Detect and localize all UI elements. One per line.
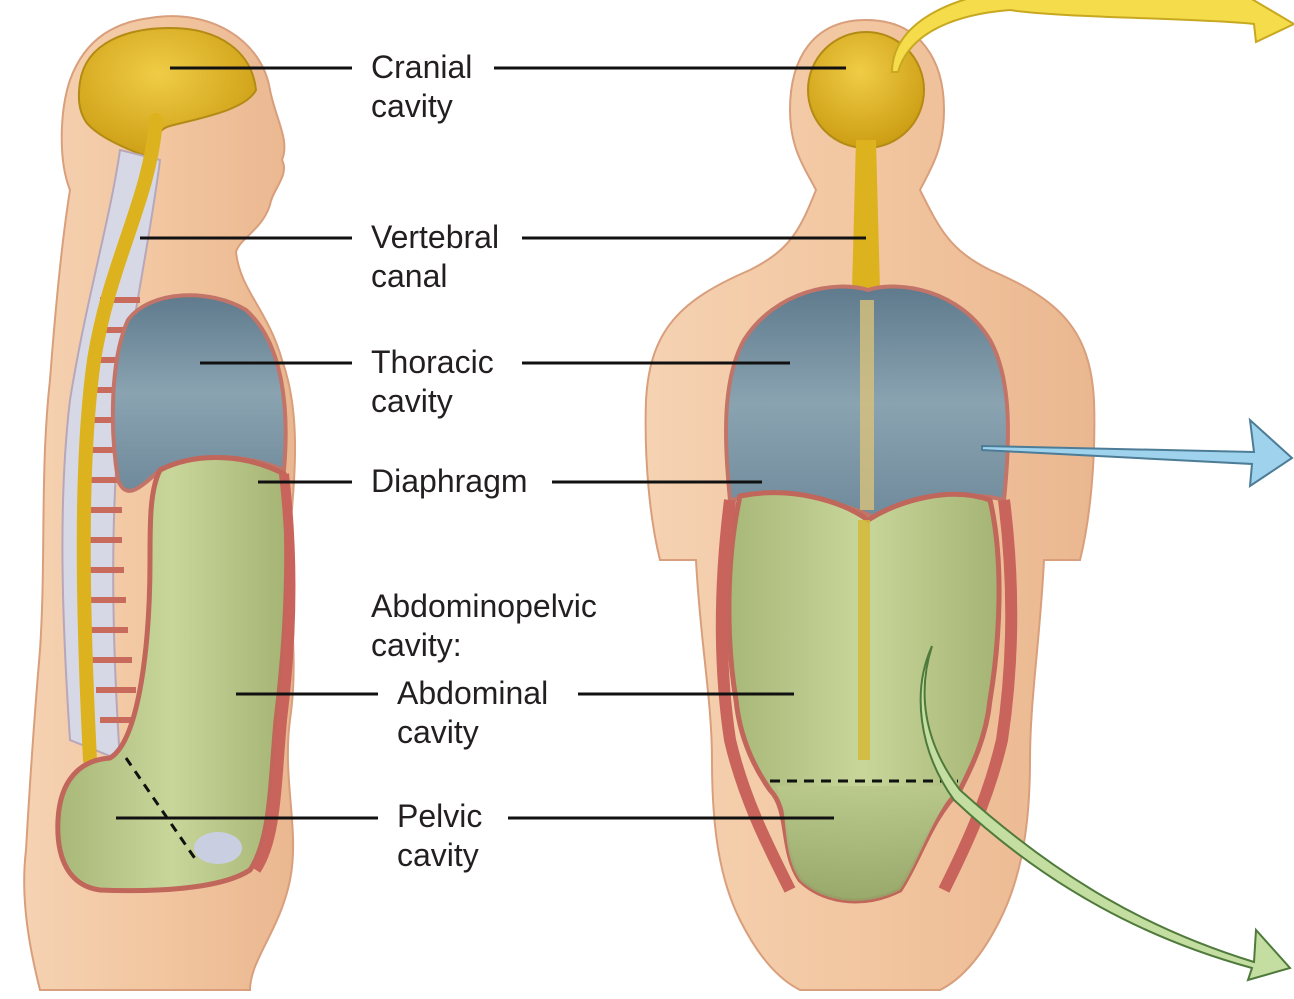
anterior-thoracic-midline [860, 300, 874, 510]
label-diaphragm: Diaphragm [371, 462, 528, 501]
label-pelvic-line1: Pelvic [397, 797, 482, 836]
label-cranial-line1: Cranial [371, 48, 472, 87]
label-pelvic-line2: cavity [397, 836, 479, 875]
label-abdominopelvic-line1: Abdominopelvic [371, 587, 597, 626]
anterior-abdominal-midline [858, 520, 870, 760]
label-thoracic-line1: Thoracic [371, 343, 494, 382]
lateral-figure [24, 16, 295, 990]
lateral-bladder [194, 832, 242, 864]
label-abdominal-line2: cavity [397, 713, 479, 752]
label-vertebral-line1: Vertebral [371, 218, 499, 257]
label-abdominal-line1: Abdominal [397, 674, 548, 713]
label-cranial-line2: cavity [371, 87, 453, 126]
yellow-arrow [892, 0, 1294, 72]
label-abdominopelvic-line2: cavity: [371, 626, 462, 665]
label-thoracic-line2: cavity [371, 382, 453, 421]
label-vertebral-line2: canal [371, 257, 448, 296]
anterior-vertebral-canal [852, 140, 880, 290]
